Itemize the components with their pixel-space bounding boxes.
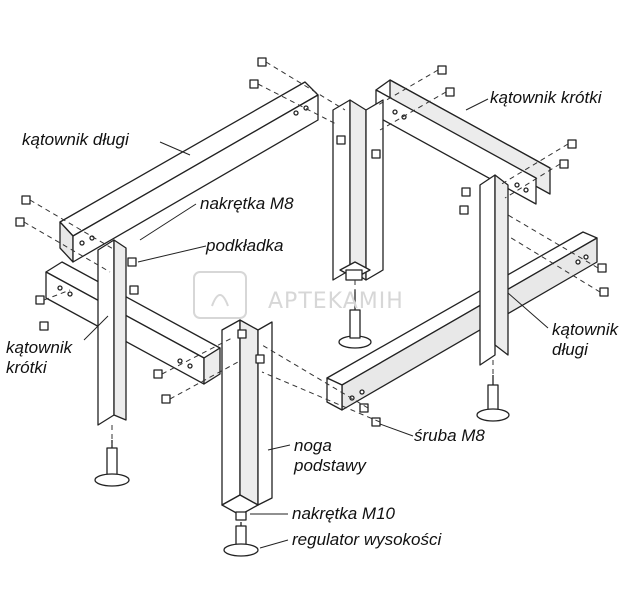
front-leg xyxy=(221,319,273,557)
label-long-angle-left: kątownik długi xyxy=(22,130,129,149)
label-short-angle-left-line2: krótki xyxy=(6,358,47,377)
label-bolt-m8: śruba M8 xyxy=(414,426,485,445)
assembly-lines xyxy=(23,61,601,445)
label-short-angle-top: kątownik krótki xyxy=(490,88,602,107)
bolts xyxy=(15,57,609,427)
label-short-angle-left-line1: kątownik xyxy=(6,338,73,357)
label-height-regulator: regulator wysokości xyxy=(292,530,442,549)
label-leg-line1: noga xyxy=(294,436,332,455)
watermark-text: APTEKAMIH xyxy=(268,289,404,314)
left-leg xyxy=(94,239,130,487)
watermark-logo xyxy=(193,271,247,319)
back-leg xyxy=(332,99,384,349)
label-long-angle-right-line1: kątownik xyxy=(552,320,619,339)
right-leg xyxy=(476,174,510,422)
label-washer: podkładka xyxy=(206,236,284,255)
long-angle-right xyxy=(326,231,598,411)
leader-lines xyxy=(83,98,549,549)
label-long-angle-right-line2: długi xyxy=(552,340,588,359)
label-nut-m10: nakrętka M10 xyxy=(292,504,395,523)
label-nut-m8: nakrętka M8 xyxy=(200,194,294,213)
long-angle-left xyxy=(59,81,319,263)
label-leg-line2: podstawy xyxy=(294,456,366,475)
